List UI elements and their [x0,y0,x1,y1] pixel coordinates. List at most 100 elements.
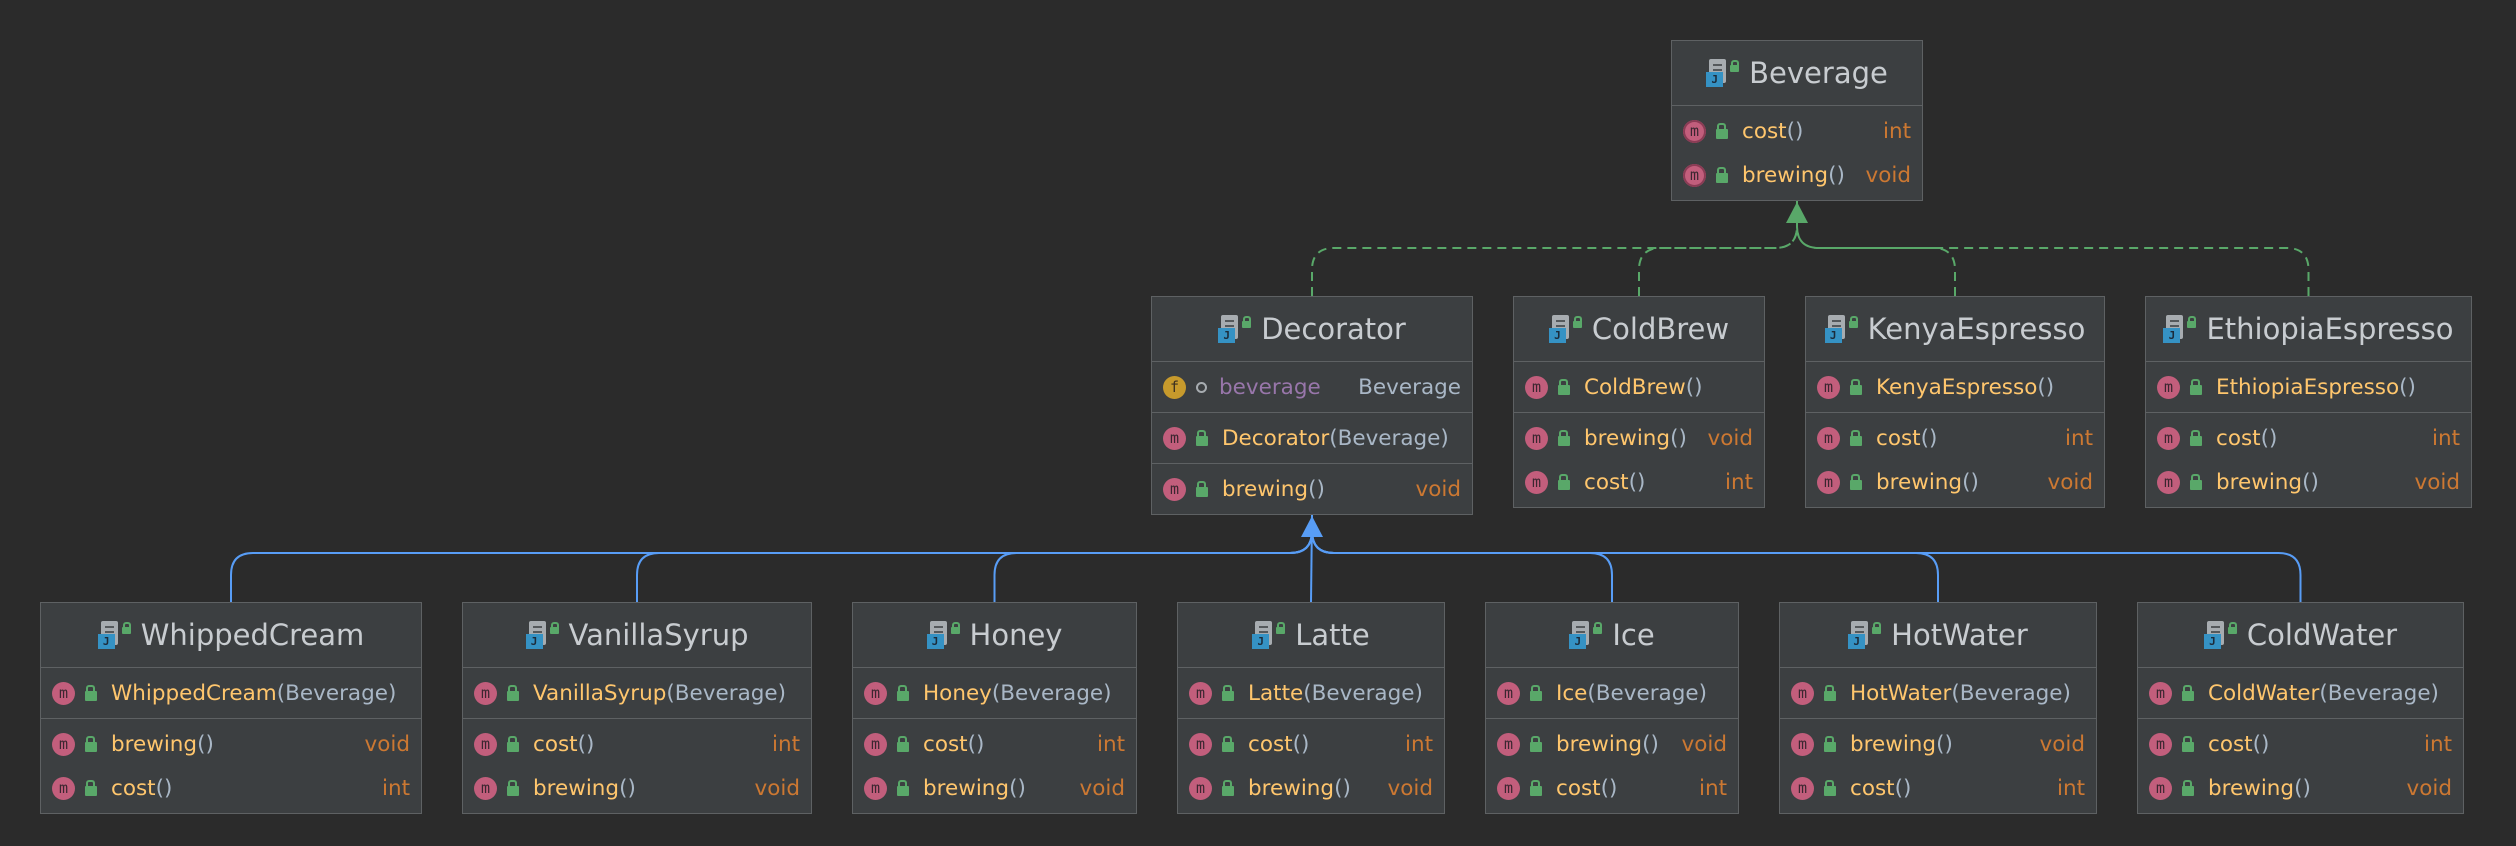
package-private-icon [1196,381,1207,393]
edge-coldbrew-to-beverage [1638,201,1798,296]
method-params: () [1308,476,1325,502]
public-lock-icon [2190,430,2202,446]
class-name: EthiopiaEspresso [2206,312,2454,346]
java-badge-icon: J [1824,328,1842,343]
class-name: Honey [969,618,1063,652]
method-icon: m [1163,426,1186,450]
method-icon: m [2157,470,2180,494]
method-params: () [1292,731,1310,757]
method-name: cost [1556,775,1601,801]
method-params: () [2252,731,2270,757]
method-icon: m [2149,732,2172,756]
return-type: void [1707,425,1754,451]
public-lock-icon [85,736,97,752]
class-name: Ice [1612,618,1655,652]
method-name: Decorator [1222,425,1330,451]
java-class-icon: J [2163,314,2197,344]
return-type: void [1079,775,1126,801]
method-icon: m [474,776,497,800]
java-class-icon: J [2203,620,2238,650]
public-lock-icon [1242,316,1252,328]
edge-ice-to-decorator [1311,515,1613,602]
method-icon: m [1497,776,1520,800]
class-name: HotWater [1891,618,2028,652]
public-lock-icon [897,780,909,796]
method-icon: m [1525,470,1548,494]
java-class-icon: J [1218,314,1252,344]
return-type: void [754,775,801,801]
public-lock-icon [1716,167,1728,183]
method-icon: m [474,681,497,705]
method-icon: m [1817,470,1840,494]
method-params: () [2037,374,2055,400]
edge-whipped-to-decorator [230,515,1313,602]
public-lock-icon [121,622,131,634]
java-class-icon: J [1252,620,1286,650]
method-name: brewing [533,775,620,801]
java-badge-icon: J [525,634,543,649]
java-class-icon: J [1824,314,1859,344]
method-name: brewing [2208,775,2295,801]
java-class-icon: J [525,620,560,650]
public-lock-icon [2190,474,2202,490]
public-lock-icon [950,622,960,634]
return-type: void [2039,731,2086,757]
return-type: void [1681,731,1728,757]
